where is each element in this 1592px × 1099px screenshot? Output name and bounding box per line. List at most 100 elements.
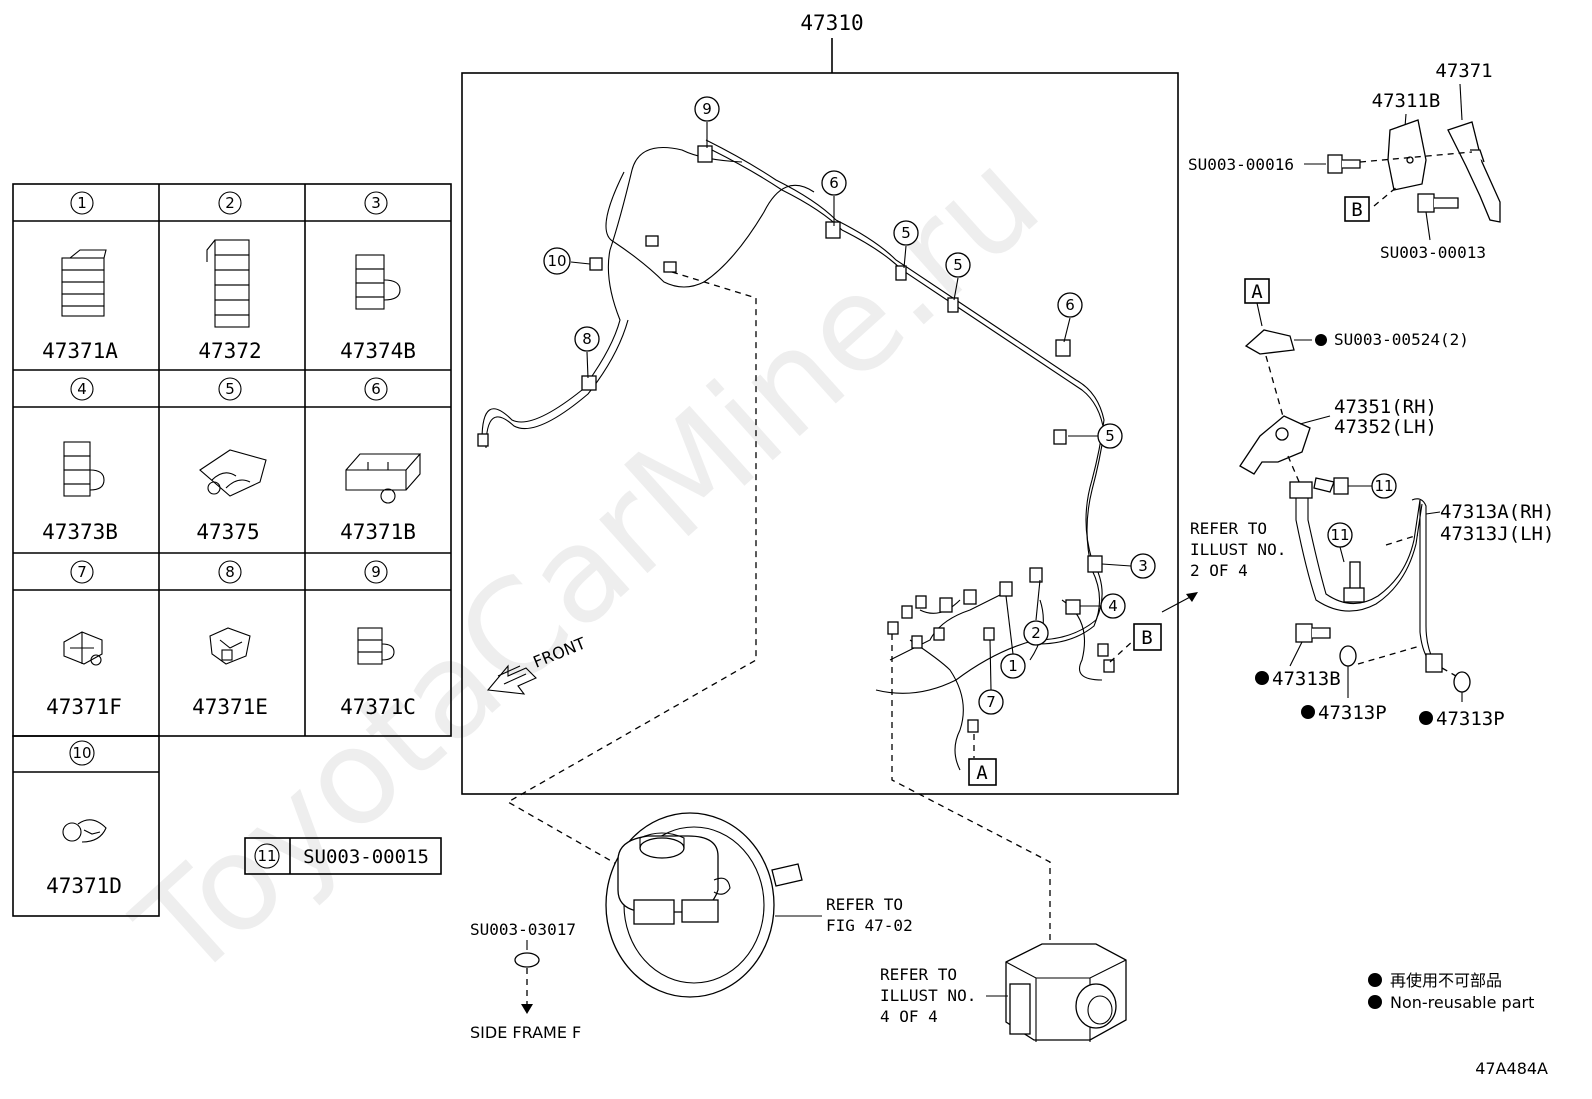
callout-4: 4: [1100, 593, 1126, 619]
bolt-ref-box: 11 SU003-00015: [244, 837, 442, 875]
plug-icon: [514, 952, 540, 968]
legend: 再使用不可部品 Non-reusable part: [1368, 971, 1534, 1012]
legend-jp: 再使用不可部品: [1390, 971, 1502, 990]
abs-actuator: [1005, 943, 1127, 1042]
clip-cell-4: 4 47373B: [42, 377, 118, 544]
bolt-icon: [1327, 154, 1361, 174]
svg-text:7: 7: [986, 693, 996, 711]
hose-fitting: [1289, 481, 1313, 499]
callout-8: 8: [574, 326, 600, 352]
label-47352-lh: 47352(LH): [1334, 416, 1437, 438]
label-47313b: 47313B: [1272, 668, 1341, 690]
label-47351-rh: 47351(RH): [1334, 396, 1437, 418]
clip-cell-9: 9 47371C: [340, 560, 416, 719]
gasket-1-icon: [1339, 645, 1357, 667]
brake-booster: [605, 812, 803, 998]
clip-table: 1 47371A 2 47372 3: [12, 183, 452, 917]
brake-tube-assembly: 4 7 3 10: [461, 11, 1179, 795]
svg-text:2: 2: [225, 194, 235, 212]
svg-text:4: 4: [1108, 597, 1118, 615]
svg-text:47374B: 47374B: [340, 339, 416, 363]
callout-10: 10: [543, 247, 571, 275]
gasket-2-icon: [1453, 671, 1471, 693]
svg-text:9: 9: [702, 100, 712, 118]
svg-text:1: 1: [77, 194, 87, 212]
clip-cell-2: 2 47372: [198, 191, 262, 363]
svg-text:3: 3: [371, 194, 381, 212]
svg-text:5: 5: [225, 380, 235, 398]
clip-47371f-icon: [63, 631, 103, 666]
svg-text:6: 6: [371, 380, 381, 398]
svg-text:2 OF 4: 2 OF 4: [1190, 561, 1248, 580]
svg-text:8: 8: [582, 330, 592, 348]
callout-5b: 5: [945, 252, 971, 278]
arrow-down-icon: [521, 1004, 533, 1014]
label-47313p-1: 47313P: [1318, 702, 1387, 724]
clip-47371a-icon: [61, 249, 107, 317]
front-arrow-icon: [486, 664, 537, 695]
right-box-b: [1344, 196, 1370, 222]
label-47313a-rh: 47313A(RH): [1440, 501, 1554, 523]
callout-2: 2: [1023, 620, 1049, 646]
svg-text:4: 4: [77, 380, 87, 398]
label-47313p-2: 47313P: [1436, 708, 1505, 730]
svg-text:SU003-00015: SU003-00015: [303, 846, 429, 868]
svg-text:REFER TO: REFER TO: [826, 895, 903, 914]
svg-text:7: 7: [77, 563, 87, 581]
callout-6a: 6: [821, 170, 847, 196]
watermark: ToyotaCarMine.ru: [108, 123, 1069, 1010]
svg-text:8: 8: [225, 563, 235, 581]
callout-3: 3: [1130, 553, 1156, 579]
svg-text:B: B: [1141, 627, 1152, 649]
svg-text:REFER TO: REFER TO: [1190, 519, 1267, 538]
clip-cell-1: 1 47371A: [42, 191, 118, 363]
refer-fig-47-02: REFER TO FIG 47-02: [826, 895, 913, 935]
svg-text:A: A: [976, 762, 988, 784]
label-47313j-lh: 47313J(LH): [1440, 523, 1554, 545]
svg-text:5: 5: [901, 224, 911, 242]
svg-text:ILLUST NO.: ILLUST NO.: [1190, 540, 1286, 559]
svg-text:47371C: 47371C: [340, 695, 416, 719]
svg-text:47372: 47372: [198, 339, 261, 363]
label-47371: 47371: [1435, 60, 1492, 82]
bolt-00013-icon: [1417, 193, 1459, 213]
svg-text:6: 6: [1065, 296, 1075, 314]
mount-plate-icon: [1244, 329, 1295, 355]
clip-47373b-icon: [63, 441, 105, 497]
svg-text:10: 10: [547, 252, 566, 270]
main-callouts: 9 6 5 5 6 10 8 5 3 4 2 1 7: [543, 96, 1156, 715]
callout-5c: 5: [1097, 423, 1123, 449]
clip-47371c-icon: [357, 627, 395, 665]
svg-text:2: 2: [1031, 624, 1041, 642]
svg-text:ILLUST NO.: ILLUST NO.: [880, 986, 976, 1005]
svg-text:REFER TO: REFER TO: [880, 965, 957, 984]
callout-5a: 5: [893, 220, 919, 246]
refer-illust-2: REFER TO ILLUST NO. 2 OF 4: [1190, 519, 1286, 580]
label-su003-00013: SU003-00013: [1380, 243, 1486, 262]
svg-text:11: 11: [1374, 477, 1393, 495]
svg-text:47371B: 47371B: [340, 520, 416, 544]
svg-text:A: A: [1251, 281, 1263, 303]
svg-text:4 OF 4: 4 OF 4: [880, 1007, 938, 1026]
svg-text:B: B: [1351, 199, 1362, 221]
svg-text:47371A: 47371A: [42, 339, 118, 363]
clip-47374b-icon: [355, 254, 401, 310]
label-su003-03017: SU003-03017: [470, 920, 576, 939]
svg-text:FIG 47-02: FIG 47-02: [826, 916, 913, 935]
dashed-connectors: [506, 271, 1051, 940]
svg-text:ToyotaCarMine.ru: ToyotaCarMine.ru: [108, 123, 1069, 1010]
svg-text:47371D: 47371D: [46, 874, 122, 898]
callout-1: 1: [1000, 653, 1026, 679]
clip-47371b-icon: [345, 453, 422, 504]
callout-7: 7: [978, 689, 1004, 715]
ref-box-b: B: [1109, 623, 1162, 663]
svg-text:47373B: 47373B: [42, 520, 118, 544]
clip-cell-7: 7 47371F: [46, 560, 122, 719]
label-side-frame: SIDE FRAME F: [470, 1023, 581, 1042]
hose-end-fitting: [1425, 653, 1443, 673]
legend-en: Non-reusable part: [1390, 993, 1534, 1012]
union-bolt-icon: [1295, 623, 1331, 643]
non-reusable-dot: [1315, 334, 1327, 346]
svg-text:47375: 47375: [196, 520, 259, 544]
svg-text:5: 5: [953, 256, 963, 274]
